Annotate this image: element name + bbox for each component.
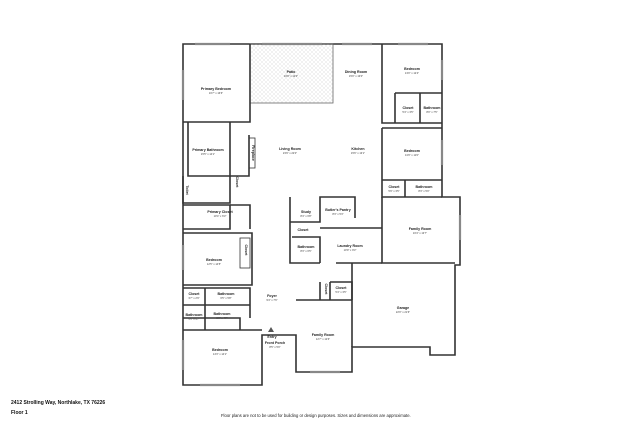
property-address: 2412 Strolling Way, Northlake, TX 76226 bbox=[11, 400, 106, 406]
room-dim: 16'4" x 13'7" bbox=[413, 231, 427, 235]
room-dim: 3'7" x 2'9" bbox=[188, 296, 199, 300]
room-name: Bedroom bbox=[206, 258, 222, 262]
room-name: Bedroom bbox=[212, 348, 228, 352]
room-dim: 5'0" x 4'7" bbox=[216, 316, 227, 320]
room-dim: 9'4" x 7'6" bbox=[266, 298, 277, 302]
room-name: Primary Bedroom bbox=[201, 87, 231, 91]
room-name: Bathroom bbox=[214, 312, 231, 316]
room-name: Closet bbox=[244, 245, 248, 257]
room-name: Bathroom bbox=[186, 313, 203, 317]
room-dim: 15'5" x 14'1" bbox=[201, 152, 215, 156]
room-name: Front Porch bbox=[265, 341, 285, 345]
room-name: Bathroom bbox=[298, 245, 315, 249]
room-name: Patio bbox=[287, 70, 297, 74]
room-dim: 12'7" x 12'6" bbox=[316, 337, 330, 341]
room-name: Dining Room bbox=[345, 70, 367, 74]
room-dim: 13'0" x 12'4" bbox=[405, 71, 419, 75]
windows bbox=[181, 42, 462, 387]
room-name: Family Room bbox=[409, 227, 432, 231]
room-dim: 8'3" x 5'0" bbox=[418, 189, 429, 193]
room-name: Closet bbox=[324, 284, 328, 296]
room-name: Toilet bbox=[185, 185, 189, 195]
room-name: Closet bbox=[389, 185, 401, 189]
room-name: Closet bbox=[189, 292, 201, 296]
room-name: Bathroom bbox=[218, 292, 235, 296]
walls bbox=[182, 43, 461, 386]
room-dim: 8'5" x 5'0" bbox=[269, 345, 280, 349]
room-name: Primary Bathroom bbox=[192, 148, 223, 152]
room-name: Entry bbox=[267, 335, 276, 339]
room-dim: 5'9" x 3'5" bbox=[388, 189, 399, 193]
room-name: Kitchen bbox=[351, 147, 364, 151]
room-labels: Patio 16'0" x 12'0" Dining Room 15'0" x … bbox=[185, 67, 440, 356]
room-name: Primary Closet bbox=[207, 210, 233, 214]
room-dim: 5'5" x 4'7" bbox=[188, 317, 199, 321]
room-name: Closet bbox=[403, 106, 415, 110]
floor-label: Floor 1 bbox=[11, 410, 28, 416]
room-dim: 14'3" x 14'1" bbox=[213, 352, 227, 356]
room-dim: 8'0" x 7'5" bbox=[426, 110, 437, 114]
room-name: Closet bbox=[298, 228, 310, 232]
room-name: Bedroom bbox=[404, 149, 420, 153]
room-dim: 10'4" x 6'3" bbox=[214, 214, 227, 218]
room-dim: 8'4" x 6'8" bbox=[300, 214, 311, 218]
room-dim: 16'7" x 16'6" bbox=[209, 91, 223, 95]
room-dim: 8'3" x 6'5" bbox=[300, 249, 311, 253]
room-dim: 8'3" x 5'3" bbox=[332, 212, 343, 216]
room-dim: 10'9" x 9'3" bbox=[344, 248, 357, 252]
room-name: Closet bbox=[235, 177, 239, 189]
room-name: Living Room bbox=[279, 147, 301, 151]
room-dim: 5'4" x 3'5" bbox=[402, 110, 413, 114]
room-name: Family Room bbox=[312, 333, 335, 337]
room-name: Garage bbox=[397, 306, 409, 310]
room-name: Bathroom bbox=[424, 106, 441, 110]
room-dim: 5'4" x 3'5" bbox=[335, 290, 346, 294]
room-dim: 23'9" x 22'0" bbox=[283, 151, 297, 155]
room-dim: 12'5" x 14'5" bbox=[207, 262, 221, 266]
room-name: Foyer bbox=[267, 294, 277, 298]
room-name: Laundry Room bbox=[337, 244, 362, 248]
room-name: Butler's Pantry bbox=[325, 208, 350, 212]
room-dim: 15'0" x 13'0" bbox=[349, 74, 363, 78]
disclaimer-text: Floor plans are not to be used for build… bbox=[221, 413, 411, 418]
room-dim: 22'0" x 21'6" bbox=[396, 310, 410, 314]
room-name: Closet bbox=[336, 286, 348, 290]
entry-arrow-icon bbox=[268, 327, 274, 332]
room-name: Study bbox=[301, 210, 311, 214]
room-dim: 6'5" x 5'8" bbox=[220, 296, 231, 300]
room-dim: 16'0" x 12'0" bbox=[284, 74, 298, 78]
room-name: Bathroom bbox=[416, 185, 433, 189]
room-dim: 13'0" x 11'0" bbox=[405, 153, 419, 157]
room-dim: 15'6" x 13'1" bbox=[351, 151, 365, 155]
room-name: Fireplace bbox=[251, 145, 255, 161]
room-name: Bedroom bbox=[404, 67, 420, 71]
